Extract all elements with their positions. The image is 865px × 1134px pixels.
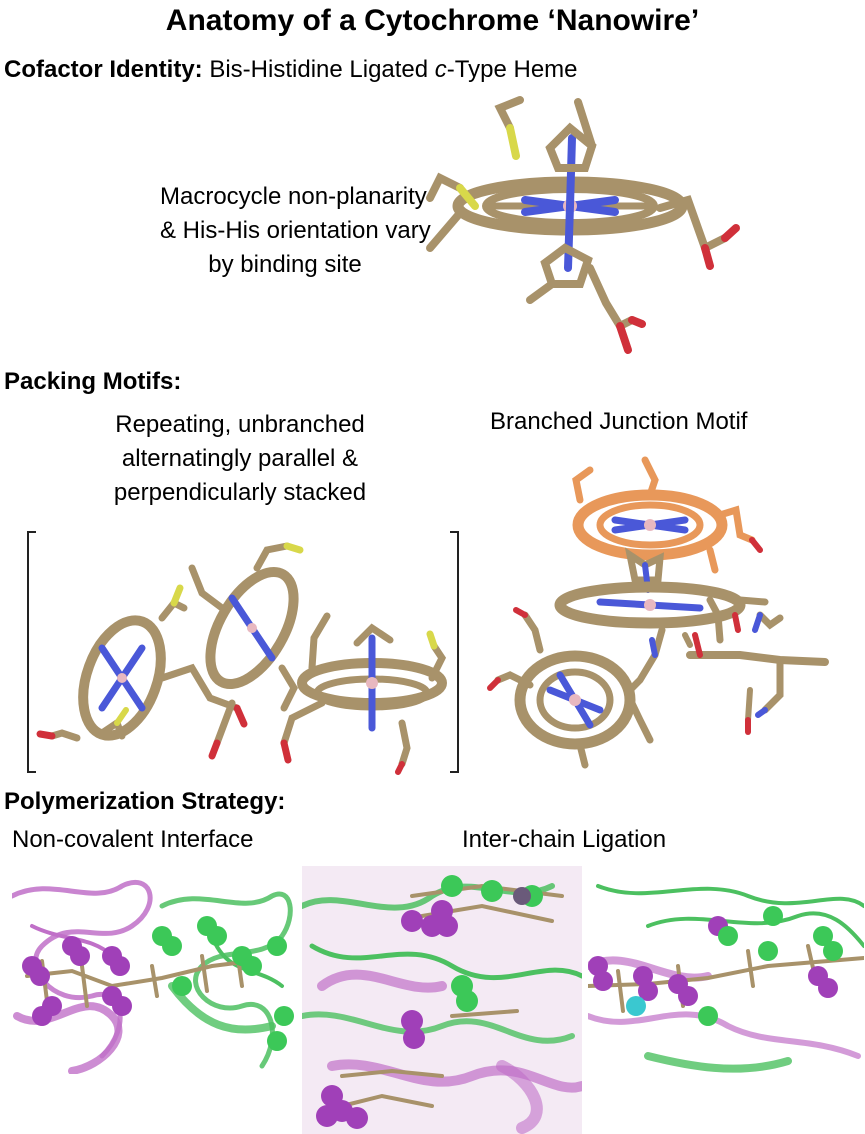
cofactor-note: Macrocycle non-planarity & His-His orien… bbox=[160, 180, 431, 282]
polymerization-heading: Polymerization Strategy: bbox=[4, 788, 286, 815]
branched-junction-image bbox=[480, 440, 860, 780]
cofactor-identity-pre: Bis-Histidine Ligated bbox=[209, 56, 435, 83]
cofactor-line: Cofactor Identity: Bis-Histidine Ligated… bbox=[4, 56, 578, 84]
non-covalent-interface-label: Non-covalent Interface bbox=[12, 826, 254, 853]
cofactor-note-line: Macrocycle non-planarity bbox=[160, 183, 427, 210]
non-covalent-interface-image bbox=[12, 866, 296, 1074]
page-title: Anatomy of a Cytochrome ‘Nanowire’ bbox=[165, 4, 700, 37]
unbranched-stack-image bbox=[22, 528, 470, 776]
cofactor-identity-post: -Type Heme bbox=[446, 56, 578, 83]
unbranched-line: alternatingly parallel & bbox=[121, 445, 359, 472]
branched-junction-label: Branched Junction Motif bbox=[490, 408, 748, 435]
inter-chain-ligation-image-2 bbox=[588, 866, 864, 1074]
inter-chain-ligation-image-1 bbox=[302, 866, 582, 1134]
unbranched-line: Repeating, unbranched bbox=[115, 411, 365, 438]
cofactor-heading: Cofactor Identity: bbox=[4, 56, 203, 83]
cofactor-note-line: by binding site bbox=[208, 251, 362, 278]
right-bracket bbox=[450, 531, 459, 773]
cofactor-identity-italic: c bbox=[434, 56, 447, 83]
heme-structure-image bbox=[420, 88, 750, 363]
unbranched-description: Repeating, unbranched alternatingly para… bbox=[70, 408, 410, 510]
packing-heading: Packing Motifs: bbox=[4, 368, 182, 395]
cofactor-note-line: & His-His orientation vary bbox=[160, 217, 431, 244]
left-bracket bbox=[27, 531, 36, 773]
unbranched-line: perpendicularly stacked bbox=[113, 479, 367, 506]
inter-chain-ligation-label: Inter-chain Ligation bbox=[462, 826, 667, 853]
